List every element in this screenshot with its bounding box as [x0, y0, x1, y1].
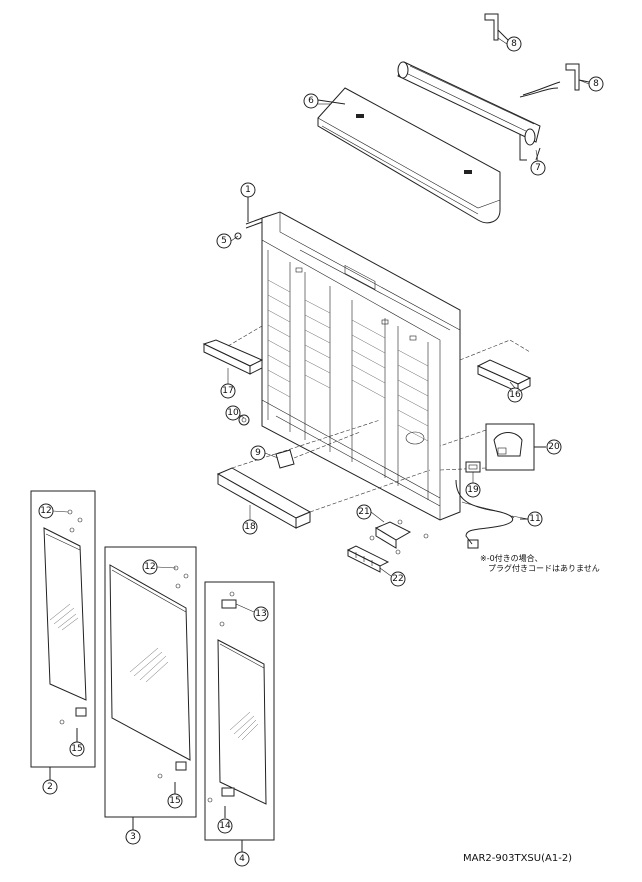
- bracket-top: [484, 13, 509, 41]
- cabinet-body: [261, 211, 461, 521]
- label-1: 1: [245, 185, 251, 195]
- light-unit: [397, 61, 561, 161]
- label-21: 21: [358, 507, 369, 517]
- label-bubble-20: 20: [546, 439, 562, 455]
- label-11: 11: [529, 514, 540, 524]
- label-bubble-9: 9: [250, 445, 266, 461]
- label-2: 2: [47, 782, 53, 792]
- label-8b: 8: [593, 79, 599, 89]
- label-bubble-15b: 15: [167, 793, 183, 809]
- label-bubble-8b: 8: [588, 76, 604, 92]
- label-bubble-18: 18: [242, 519, 258, 535]
- leader-lines: [52, 37, 590, 613]
- label-3: 3: [130, 832, 136, 842]
- label-bubble-21: 21: [356, 504, 372, 520]
- label-bubble-6: 6: [303, 93, 319, 109]
- bracket-fixture: [369, 519, 429, 555]
- label-bubble-7: 7: [530, 160, 546, 176]
- label-bubble-17: 17: [220, 383, 236, 399]
- label-bubble-12b: 12: [142, 559, 158, 575]
- label-13: 13: [255, 609, 266, 619]
- note-line-2: プラグ付きコードはありません: [488, 563, 600, 573]
- label-bubble-11: 11: [527, 511, 543, 527]
- label-18: 18: [244, 522, 256, 532]
- label-9: 9: [255, 448, 261, 458]
- switch-part: [465, 461, 481, 473]
- light-cover: [317, 87, 501, 224]
- bracket-right: [565, 63, 590, 91]
- label-bubble-13: 13: [253, 606, 269, 622]
- tray-small-right: [459, 339, 532, 393]
- label-19: 19: [467, 485, 479, 495]
- label-bubble-22: 22: [390, 571, 406, 587]
- model-code: MAR2-903TXSU(A1-2): [463, 853, 572, 864]
- cap: [238, 414, 250, 426]
- label-6: 6: [308, 96, 314, 106]
- label-8a: 8: [511, 39, 517, 49]
- label-10: 10: [227, 408, 239, 418]
- door-group-2: [30, 490, 96, 780]
- door-group-3: [104, 546, 197, 830]
- label-bubble-4: 4: [234, 851, 250, 867]
- label-17: 17: [222, 386, 233, 396]
- label-bubble-5: 5: [216, 233, 232, 249]
- door-group-4: [204, 581, 275, 852]
- label-bubble-1: 1: [240, 182, 256, 198]
- label-20: 20: [548, 442, 560, 452]
- label-bubble-15a: 15: [69, 741, 85, 757]
- label-12a: 12: [40, 506, 51, 516]
- label-15a: 15: [71, 744, 82, 754]
- label-12b: 12: [144, 562, 155, 572]
- strip-part: [346, 545, 390, 573]
- label-4: 4: [239, 854, 245, 864]
- label-7: 7: [535, 163, 541, 173]
- label-14: 14: [219, 821, 231, 831]
- label-bubble-19: 19: [465, 482, 481, 498]
- label-bubble-16: 16: [507, 387, 523, 403]
- label-5: 5: [221, 236, 227, 246]
- label-bubble-10: 10: [225, 405, 241, 421]
- label-bubble-3: 3: [125, 829, 141, 845]
- label-bubble-12a: 12: [38, 503, 54, 519]
- label-bubble-2: 2: [42, 779, 58, 795]
- label-16: 16: [509, 390, 521, 400]
- tray-small-left: [202, 325, 264, 375]
- label-bubble-14: 14: [217, 818, 233, 834]
- note-line-1: ※-0付きの場合、: [480, 553, 543, 563]
- label-15b: 15: [169, 796, 180, 806]
- label-bubble-8a: 8: [506, 36, 522, 52]
- label-plate: [275, 431, 361, 469]
- label-22: 22: [392, 574, 403, 584]
